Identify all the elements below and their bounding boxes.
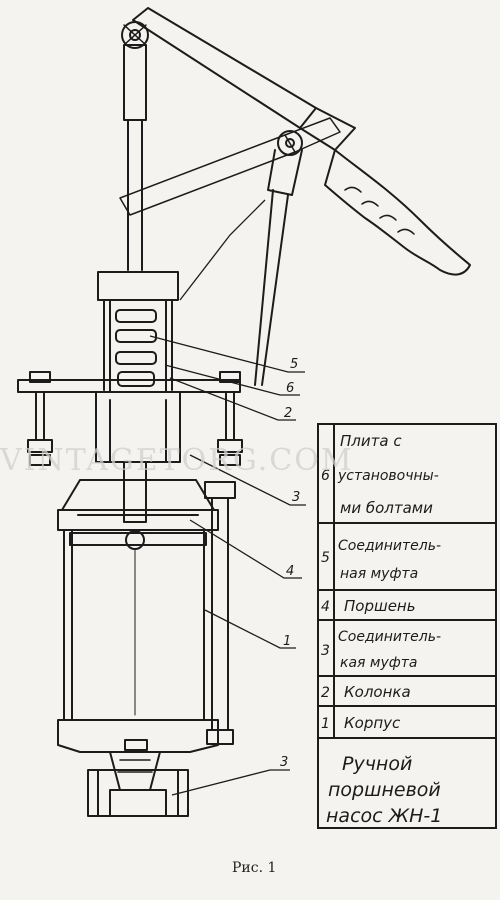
callout-3: 3 [292, 490, 300, 505]
legend-row-6-line3: ми болтами [340, 499, 433, 517]
legend-title-line2: поршневой [328, 779, 441, 801]
legend-row-3-line1: Соединитель- [338, 629, 441, 645]
callout-6: 6 [286, 381, 294, 396]
legend-row-4-num: 4 [321, 599, 330, 615]
callout-2: 2 [284, 406, 292, 421]
legend-row-2-num: 2 [321, 685, 330, 701]
legend-row-5-line2: ная муфта [340, 566, 418, 582]
callout-5: 5 [290, 357, 298, 372]
legend-row-2-line1: Колонка [344, 683, 411, 701]
fulcrum-link [254, 130, 303, 386]
rod-gland [97, 271, 179, 393]
handle-alt-position [119, 117, 341, 216]
legend-row-1-num: 1 [321, 716, 330, 732]
handle-grip [324, 149, 471, 276]
leader-lines [149, 199, 306, 796]
pump-housing [63, 529, 213, 721]
top-pivot [121, 21, 149, 49]
legend-title-line3: насос ЖН-1 [326, 805, 442, 827]
legend-row-1-line1: Корпус [344, 714, 401, 732]
legend-row-6-num: 6 [321, 468, 330, 484]
parts-legend: 6 Плита с установочны- ми болтами 5 Соед… [317, 423, 497, 829]
piston-rod [123, 44, 147, 271]
legend-row-3-num: 3 [321, 643, 330, 659]
callout-3-lower: 3 [280, 755, 288, 770]
legend-row-6-line2: установочны- [337, 468, 439, 484]
handle-lever [132, 7, 471, 276]
callout-1: 1 [283, 634, 291, 649]
pump-column [95, 391, 181, 523]
callout-numbers: 5 6 2 3 4 1 3 [280, 357, 300, 770]
lower-coupling [87, 769, 189, 817]
legend-row-4-line1: Поршень [344, 597, 416, 615]
callout-4: 4 [286, 564, 294, 579]
upper-flange [57, 479, 219, 550]
lower-housing [57, 719, 219, 791]
coupling-sleeve [115, 309, 157, 387]
watermark: VINTAGETORG.COM [0, 443, 354, 478]
legend-row-5-line1: Соединитель- [338, 538, 441, 554]
figure-caption: Рис. 1 [232, 860, 276, 876]
legend-row-3-line2: кая муфта [340, 655, 417, 671]
legend-title-line1: Ручной [342, 753, 412, 775]
legend-row-5-num: 5 [321, 550, 330, 566]
legend-row-6-line1: Плита с [340, 432, 402, 450]
